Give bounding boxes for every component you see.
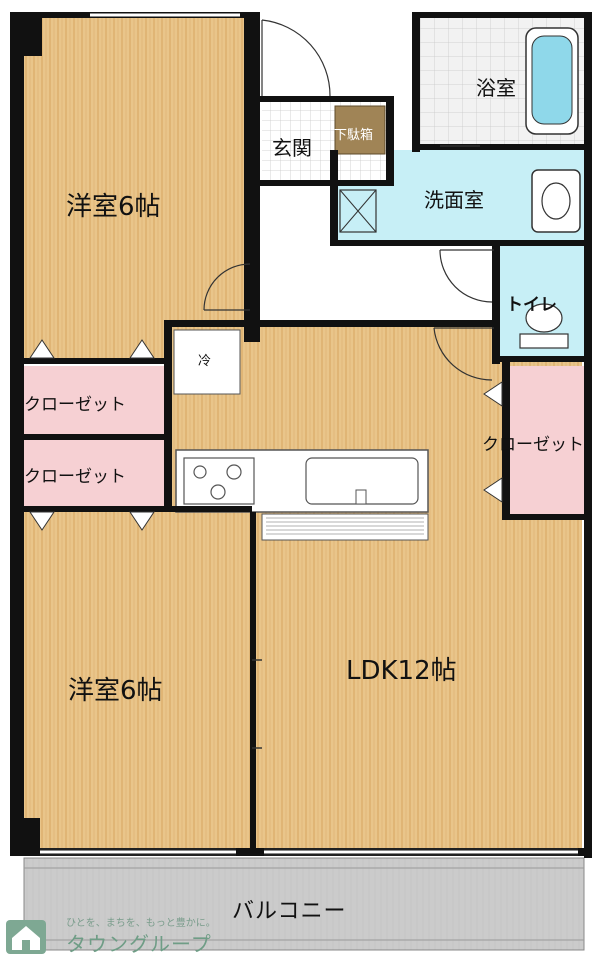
logo-name: タウングループ xyxy=(66,932,212,956)
shoe-box xyxy=(334,105,386,155)
entrance-label: 玄関 xyxy=(272,136,312,160)
fridge-label: 冷 xyxy=(198,354,212,369)
closet-1-floor xyxy=(18,366,168,434)
toilet-label: トイレ xyxy=(506,295,557,315)
closet-3-floor xyxy=(508,366,584,518)
western-room-bottom-label: 洋室6帖 xyxy=(68,676,163,706)
toilet-bowl xyxy=(525,303,563,333)
western-room-bottom-floor xyxy=(22,510,250,855)
house-logo-icon xyxy=(6,920,46,954)
closet-2-floor xyxy=(18,440,168,508)
logo: ひとを、まちを、もっと豊かに。 タウングループ xyxy=(4,908,244,962)
logo-tagline: ひとを、まちを、もっと豊かに。 xyxy=(66,918,216,929)
fridge-space xyxy=(173,329,241,395)
balcony-floor xyxy=(23,857,585,951)
closet-3-label: クローゼット xyxy=(482,435,584,455)
western-room-top-label: 洋室6帖 xyxy=(66,192,161,222)
closet-1-label: クローゼット xyxy=(24,395,126,415)
balcony-label: バルコニー xyxy=(232,899,347,924)
washroom-label: 洗面室 xyxy=(424,188,484,212)
stove xyxy=(183,457,255,505)
closet-2-label: クローゼット xyxy=(24,467,126,487)
toilet-tank xyxy=(519,333,569,349)
bath-label: 浴室 xyxy=(476,76,516,100)
shoe-box-label: 下駄箱 xyxy=(334,128,374,143)
western-room-top-floor xyxy=(22,18,250,364)
ldk-label: LDK12帖 xyxy=(346,656,457,686)
